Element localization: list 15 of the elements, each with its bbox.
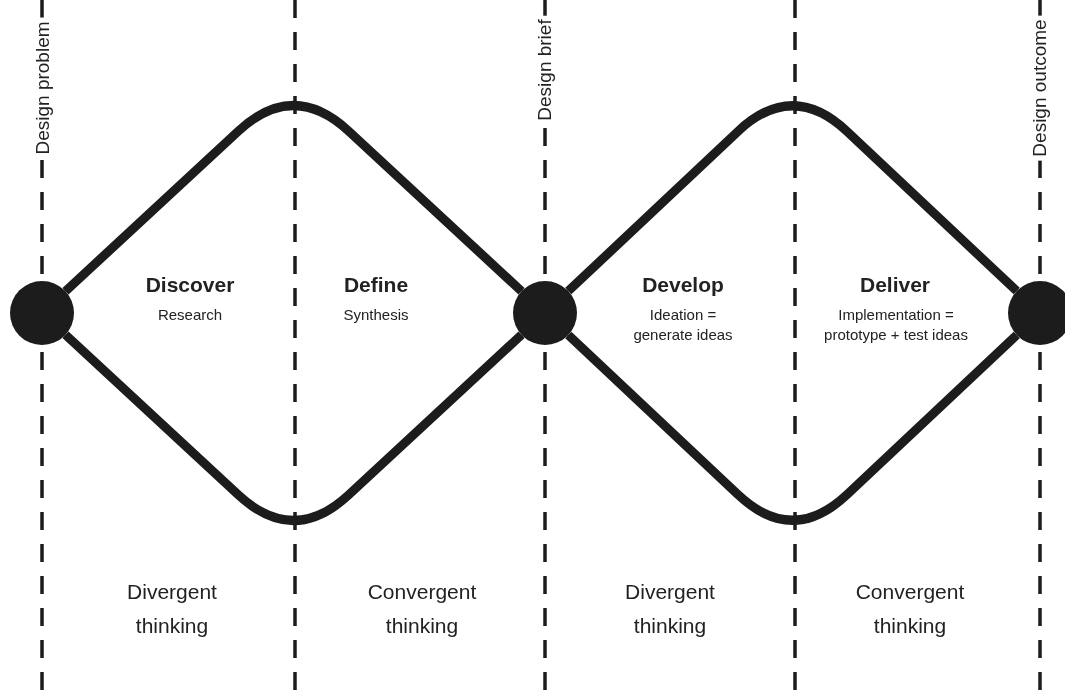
phase-title: Deliver	[860, 273, 930, 297]
diamond-line	[565, 331, 1020, 525]
diamond-line	[565, 101, 1020, 295]
milestone-dot	[513, 281, 577, 345]
phase-description: Research	[156, 305, 224, 325]
phase-title: Develop	[642, 273, 724, 297]
diamond-line	[62, 331, 525, 525]
phase-description: Synthesis	[342, 305, 410, 325]
phase-title: Discover	[145, 273, 235, 297]
diamond-line	[62, 101, 525, 295]
milestone-dot	[1008, 281, 1065, 345]
phase-title: Define	[343, 273, 409, 297]
phase-description: Ideation = generate ideas	[632, 305, 734, 344]
phase-description: Implementation = prototype + test ideas	[823, 305, 969, 344]
milestone-dot	[10, 281, 74, 345]
